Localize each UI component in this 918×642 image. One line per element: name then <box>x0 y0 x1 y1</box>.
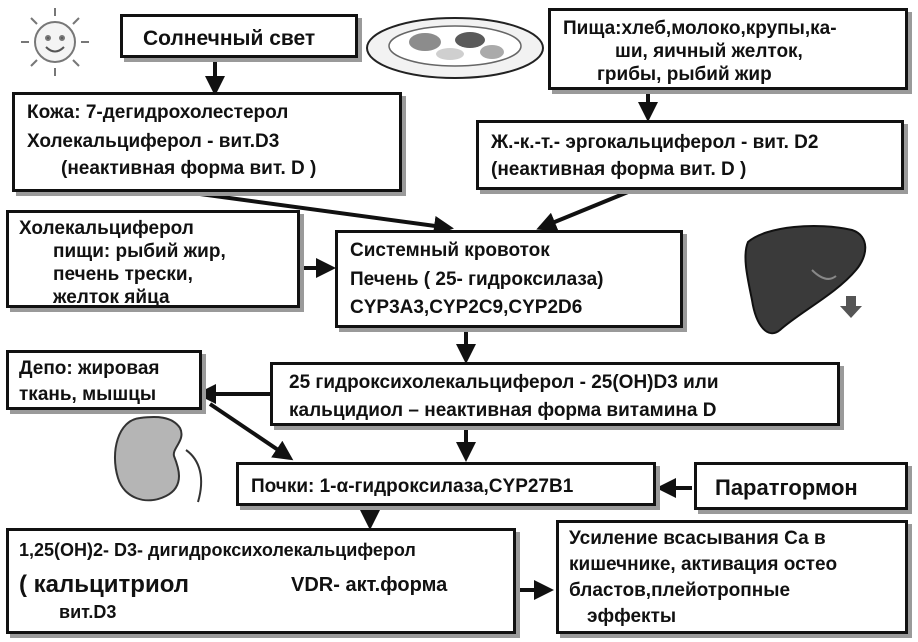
effects-line-2: кишечнике, активация остео <box>569 554 838 575</box>
down-arrow-icon <box>840 296 862 318</box>
calcitriol-vdr: VDR- акт.форма <box>291 574 448 596</box>
arrow-gut-to-blood <box>536 190 629 232</box>
sunlight-box: Солнечный свет <box>120 14 358 58</box>
kidney-label: Почки: 1-α-гидроксилаза,CYP27B1 <box>251 476 574 497</box>
effects-line-3: бластов,плейотропные <box>569 580 791 601</box>
skin-line-2: Холекальциферол - вит.D3 <box>27 131 280 152</box>
calcitriol-line-1: 1,25(OH)2- D3- дигидроксихолекальциферол <box>19 540 416 560</box>
effects-line-4: эффекты <box>587 606 677 627</box>
dietary-box: Холекальциферол пищи: рыбий жир, печень … <box>6 210 300 308</box>
arrow-skin-to-blood <box>199 192 454 236</box>
sun-icon <box>21 8 89 76</box>
food-line-3: грибы, рыбий жир <box>597 64 772 85</box>
pth-box: Паратгормон <box>694 462 908 510</box>
arrow-depot-to-kidney <box>208 402 294 461</box>
calcitriol-line-3: вит.D3 <box>59 602 117 622</box>
gut-line-1: Ж.-к.-т.- эргокальциферол - вит. D2 <box>491 132 819 153</box>
blood-liver-box: Системный кровоток Печень ( 25- гидрокси… <box>335 230 683 328</box>
calcitriol-name: ( кальцитриол <box>19 571 190 598</box>
skin-line-3: (неактивная форма вит. D ) <box>61 158 317 179</box>
food-line-2: ши, яичный желток, <box>615 41 803 62</box>
dietary-line-1: Холекальциферол <box>19 218 194 239</box>
blood-line-1: Системный кровоток <box>350 240 550 261</box>
food-box: Пища:хлеб,молоко,крупы,ка- ши, яичный же… <box>548 8 908 90</box>
depot-line-1: Депо: жировая <box>19 358 160 379</box>
dietary-line-4: желток яйца <box>53 287 170 308</box>
dietary-line-3: печень трески, <box>53 264 193 285</box>
skin-line-1: Кожа: 7-дегидрохолестерол <box>27 102 289 123</box>
depot-box: Депо: жировая ткань, мышцы <box>6 350 202 410</box>
kidney-box: Почки: 1-α-гидроксилаза,CYP27B1 <box>236 462 656 506</box>
food-line-1: Пища:хлеб,молоко,крупы,ка- <box>563 18 837 39</box>
calcidiol-line-2: кальцидиол – неактивная форма витамина D <box>289 400 717 421</box>
kidney-icon <box>114 416 203 503</box>
gut-box: Ж.-к.-т.- эргокальциферол - вит. D2 (неа… <box>476 120 904 190</box>
calcidiol-box: 25 гидроксихолекальциферол - 25(OH)D3 ил… <box>270 362 840 426</box>
sunlight-label: Солнечный свет <box>143 27 316 50</box>
blood-line-3: CYP3A3,CYP2C9,CYP2D6 <box>350 297 583 318</box>
food-plate-icon <box>366 17 544 79</box>
dietary-line-2: пищи: рыбий жир, <box>53 241 226 262</box>
skin-box: Кожа: 7-дегидрохолестерол Холекальциферо… <box>12 92 402 192</box>
calcidiol-line-1: 25 гидроксихолекальциферол - 25(OH)D3 ил… <box>289 372 719 393</box>
pth-label: Паратгормон <box>715 475 858 500</box>
depot-line-2: ткань, мышцы <box>19 384 157 405</box>
gut-line-2: (неактивная форма вит. D ) <box>491 159 747 180</box>
blood-line-2: Печень ( 25- гидроксилаза) <box>350 269 604 290</box>
liver-icon <box>744 225 867 335</box>
effects-line-1: Усиление всасывания Са в <box>569 528 826 549</box>
effects-box: Усиление всасывания Са в кишечнике, акти… <box>556 520 908 634</box>
calcitriol-box: 1,25(OH)2- D3- дигидроксихолекальциферол… <box>6 528 516 634</box>
